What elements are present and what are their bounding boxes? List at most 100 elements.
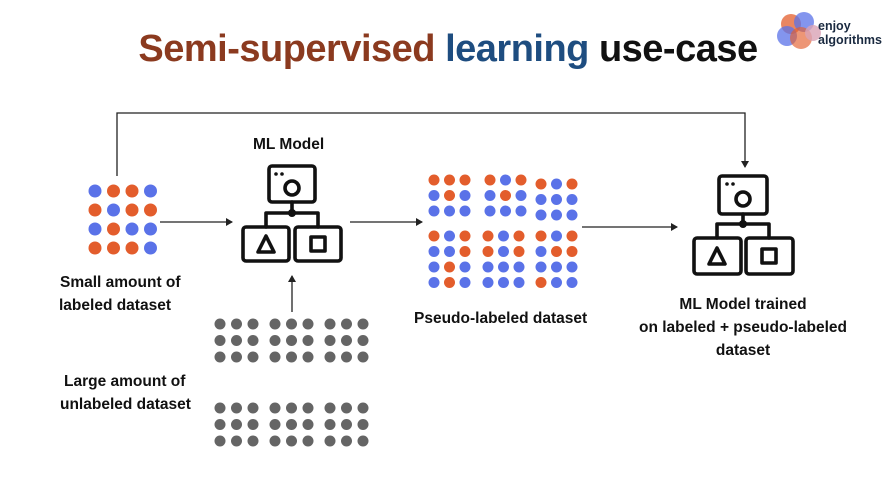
data-point: [357, 351, 369, 363]
data-point: [231, 335, 242, 346]
data-point: [144, 203, 157, 217]
data-point: [341, 351, 352, 363]
data-point: [459, 190, 471, 201]
data-point: [459, 174, 471, 186]
data-point: [515, 205, 527, 217]
data-point: [551, 261, 562, 273]
title-part-semi-supervised: Semi-supervised: [138, 28, 436, 70]
labeled-dataset-grid: [88, 184, 157, 255]
data-point: [231, 435, 242, 447]
small-dataset-label-line2: labeled dataset: [59, 297, 171, 314]
data-point: [341, 419, 352, 430]
trained-model-label-line3: dataset: [715, 342, 771, 359]
trained-model-label-line2: on labeled + pseudo-labeled: [638, 319, 847, 336]
data-point: [214, 435, 226, 447]
data-point: [341, 402, 352, 414]
data-point: [324, 435, 336, 447]
data-point: [286, 435, 297, 447]
data-point: [357, 419, 369, 430]
data-point: [214, 335, 226, 346]
data-point: [513, 261, 525, 273]
data-point: [302, 351, 314, 363]
unlabeled-block-top-3: [324, 318, 369, 363]
data-point: [324, 351, 336, 363]
data-point: [444, 246, 455, 257]
data-point: [566, 209, 578, 221]
pseudo-block-bottom-3: [535, 230, 578, 288]
data-point: [444, 277, 455, 288]
data-point: [88, 203, 102, 217]
data-point: [88, 222, 102, 236]
data-point: [484, 205, 496, 217]
data-point: [498, 261, 509, 273]
data-point: [459, 230, 471, 242]
data-point: [247, 318, 259, 330]
data-point: [324, 419, 336, 430]
data-point: [269, 351, 281, 363]
data-point: [566, 277, 578, 288]
data-point: [231, 318, 242, 330]
small-dataset-label-line1: Small amount of: [60, 274, 181, 291]
data-point: [269, 419, 281, 430]
data-point: [482, 230, 494, 242]
data-point: [482, 277, 494, 288]
data-point: [286, 335, 297, 346]
data-point: [513, 277, 525, 288]
data-point: [231, 351, 242, 363]
unlabeled-block-top-2: [269, 318, 314, 363]
data-point: [500, 174, 511, 186]
data-point: [482, 246, 494, 257]
data-point: [444, 261, 455, 273]
data-point: [286, 402, 297, 414]
data-point: [286, 351, 297, 363]
data-point: [484, 190, 496, 201]
data-point: [535, 277, 547, 288]
logo-text-algorithms: algorithms: [818, 33, 882, 47]
ml-model-label: ML Model: [253, 136, 325, 153]
data-point: [247, 335, 259, 346]
data-point: [214, 419, 226, 430]
data-point: [444, 174, 455, 186]
data-point: [459, 205, 471, 217]
data-point: [566, 246, 578, 257]
data-point: [551, 178, 562, 190]
data-point: [125, 222, 139, 236]
data-point: [535, 246, 547, 257]
data-point: [444, 190, 455, 201]
data-point: [269, 402, 281, 414]
data-point: [551, 246, 562, 257]
data-point: [341, 318, 352, 330]
data-point: [144, 241, 157, 255]
data-point: [428, 190, 440, 201]
data-point: [302, 318, 314, 330]
data-point: [551, 277, 562, 288]
data-point: [144, 222, 157, 236]
data-point: [286, 318, 297, 330]
pseudo-block-top-2: [484, 174, 527, 217]
data-point: [125, 184, 139, 198]
data-point: [341, 335, 352, 346]
data-point: [535, 194, 547, 205]
data-point: [286, 419, 297, 430]
data-point: [551, 209, 562, 221]
data-point: [513, 230, 525, 242]
data-point: [125, 203, 139, 217]
data-point: [341, 435, 352, 447]
data-point: [302, 402, 314, 414]
data-point: [535, 230, 547, 242]
data-point: [444, 230, 455, 242]
pseudo-block-bottom-1: [428, 230, 471, 288]
title-part-learning: learning: [445, 28, 589, 70]
data-point: [214, 351, 226, 363]
large-dataset-label-line2: unlabeled dataset: [60, 396, 191, 413]
data-point: [566, 261, 578, 273]
data-point: [428, 277, 440, 288]
data-point: [107, 184, 120, 198]
unlabeled-block-bottom-3: [324, 402, 369, 447]
data-point: [459, 277, 471, 288]
data-point: [231, 402, 242, 414]
data-point: [324, 335, 336, 346]
data-point: [357, 435, 369, 447]
